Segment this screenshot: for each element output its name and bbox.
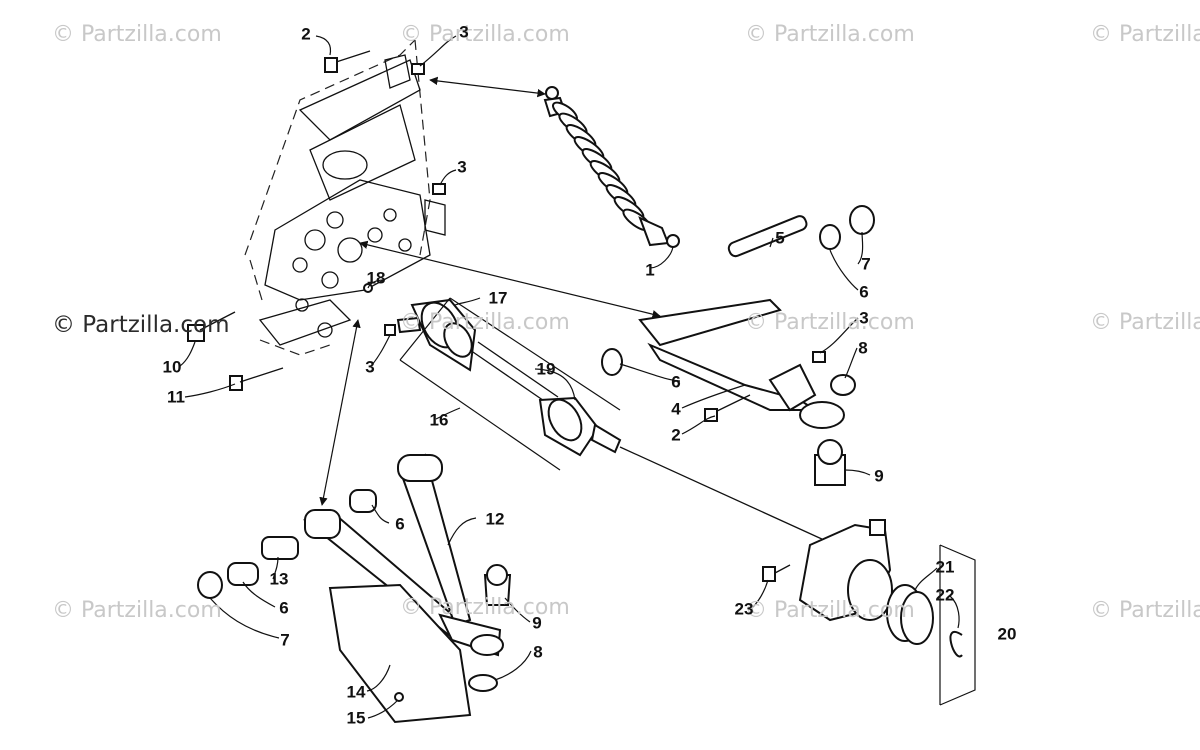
lower-arm-mount-arrow: [319, 319, 361, 506]
callout-9: 9: [874, 466, 884, 486]
callout-6: 6: [279, 598, 289, 618]
upper-ball-joint: [814, 439, 846, 486]
callout-11: 11: [167, 387, 185, 407]
nut-3-mid: [432, 183, 446, 195]
nut-3-top: [411, 63, 425, 75]
callout-10: 10: [162, 357, 182, 377]
callout-8: 8: [533, 642, 543, 662]
callout-20: 20: [997, 624, 1017, 644]
callout-15: 15: [346, 708, 366, 728]
screw-15: [394, 692, 404, 702]
callout-8: 8: [858, 338, 868, 358]
bolt-11: [229, 367, 284, 391]
upper-a-arm: [601, 205, 875, 429]
watermark: © Partzilla.com: [745, 22, 915, 47]
lower-a-arm: [197, 453, 504, 657]
callout-7: 7: [280, 630, 290, 650]
upper-arm-mount-arrow: [359, 240, 661, 319]
callout-9: 9: [532, 613, 542, 633]
callout-23: 23: [734, 599, 754, 619]
watermark: © Partzilla.com: [1090, 598, 1200, 623]
nut-3-lower: [384, 324, 396, 336]
steering-knuckle: [798, 519, 893, 622]
callout-3: 3: [365, 357, 375, 377]
callout-16: 16: [429, 410, 449, 430]
callout-6: 6: [859, 282, 869, 302]
callout-21: 21: [935, 557, 955, 577]
watermark: © Partzilla.com: [400, 22, 570, 47]
lower-snap-ring: [468, 674, 498, 692]
cv-axle: [396, 298, 836, 546]
watermark-dark: © Partzilla.com: [52, 312, 230, 338]
callout-18: 18: [366, 268, 386, 288]
watermark: © Partzilla.com: [400, 595, 570, 620]
circlip: [949, 631, 963, 658]
wheel-bearing: [886, 584, 934, 645]
lower-ball-joint: [483, 564, 512, 606]
shock-absorber: [543, 86, 680, 248]
watermark: © Partzilla.com: [400, 310, 570, 335]
callout-1: 1: [645, 260, 655, 280]
axle-bracket: [399, 297, 621, 471]
watermark: © Partzilla.com: [1090, 310, 1200, 335]
bolt-10: [187, 311, 236, 342]
bolt-23: [762, 564, 791, 582]
callout-3: 3: [457, 157, 467, 177]
callout-13: 13: [269, 569, 289, 589]
callout-2: 2: [671, 425, 681, 445]
callout-3: 3: [859, 308, 869, 328]
callout-4: 4: [671, 399, 681, 419]
watermark: © Partzilla.com: [745, 310, 915, 335]
callout-7: 7: [861, 254, 871, 274]
callout-5: 5: [775, 228, 785, 248]
nut-3-arm: [812, 351, 826, 363]
callout-22: 22: [935, 585, 955, 605]
callout-12: 12: [485, 509, 505, 529]
watermark: © Partzilla.com: [52, 598, 222, 623]
callout-19: 19: [536, 359, 556, 379]
callout-3: 3: [459, 22, 469, 42]
watermark: © Partzilla.com: [1090, 22, 1200, 47]
upper-snap-ring: [830, 374, 856, 396]
leader-lines: [179, 35, 960, 719]
callout-6: 6: [671, 372, 681, 392]
bolt-2-top: [324, 50, 371, 73]
callout-14: 14: [346, 682, 366, 702]
callout-2: 2: [301, 24, 311, 44]
skid-plate: [328, 583, 472, 724]
knuckle-bracket: [939, 544, 976, 706]
callout-17: 17: [488, 288, 508, 308]
watermark: © Partzilla.com: [52, 22, 222, 47]
callout-6: 6: [395, 514, 405, 534]
shock-mount-arrow: [429, 76, 546, 98]
watermark: © Partzilla.com: [745, 598, 915, 623]
